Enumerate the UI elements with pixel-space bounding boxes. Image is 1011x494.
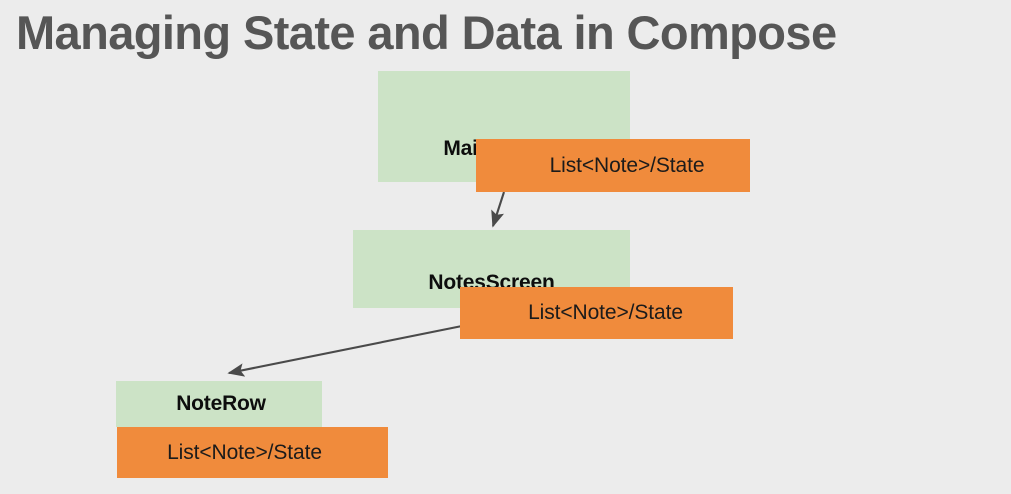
node-note-row[interactable]: NoteRow <box>116 381 322 427</box>
node-notes-screen-state-label: List<Note>/State <box>528 301 683 324</box>
node-note-row-label: NoteRow <box>176 392 266 415</box>
arrow-main-to-notes <box>491 191 505 228</box>
node-notes-screen-state[interactable]: List<Note>/State <box>460 287 733 339</box>
node-main-activity-state[interactable]: List<Note>/State <box>476 139 750 192</box>
node-note-row-state-label: List<Note>/State <box>167 440 322 464</box>
page-title: Managing State and Data in Compose <box>16 6 837 59</box>
node-main-activity-state-label: List<Note>/State <box>549 153 705 177</box>
arrow-notes-to-row <box>227 324 463 377</box>
node-note-row-state[interactable]: List<Note>/State <box>117 427 388 478</box>
